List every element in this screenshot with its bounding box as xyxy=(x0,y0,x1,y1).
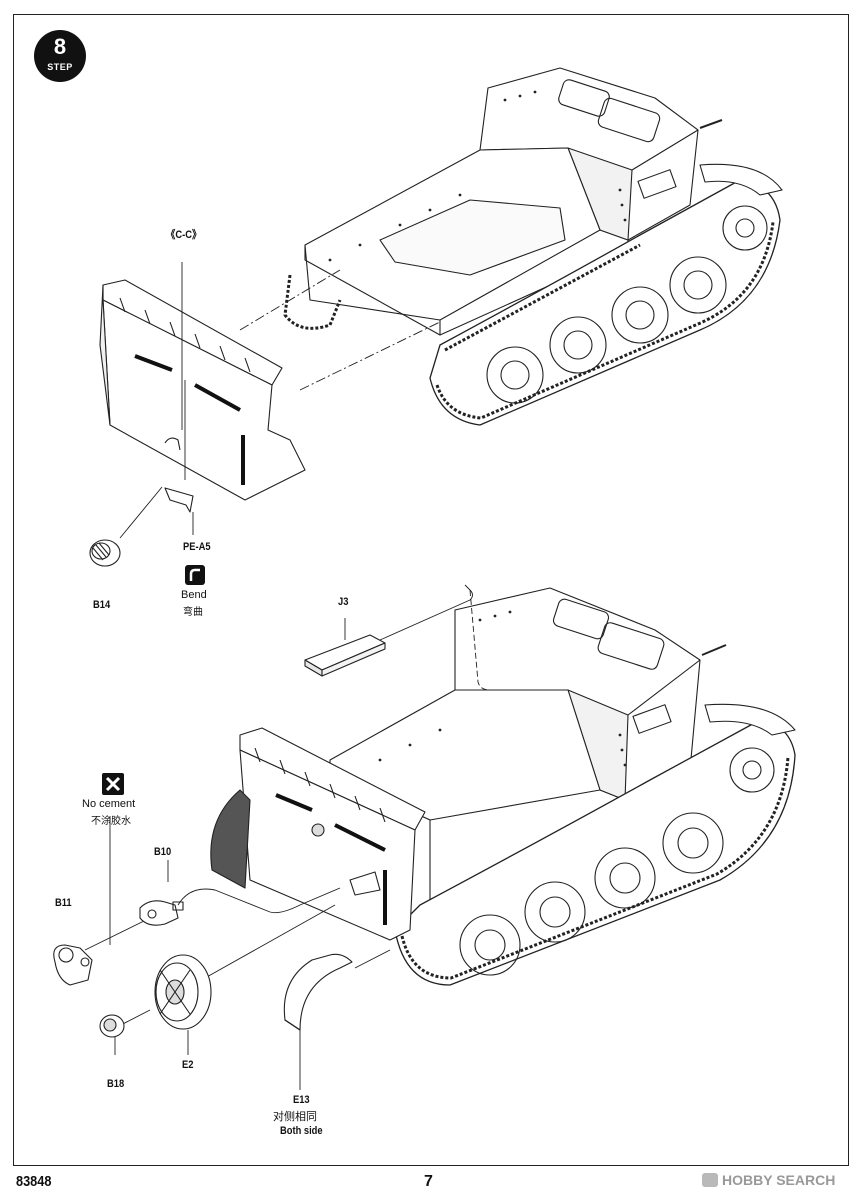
page-frame xyxy=(13,14,849,1166)
part-label-b11: B11 xyxy=(55,897,72,909)
both-side-note-cn: 对侧相同 xyxy=(273,1111,317,1123)
no-cement-note-cn: 不涂胶水 xyxy=(91,816,131,827)
part-e2-shape xyxy=(154,954,212,1030)
bend-note-en: Bend xyxy=(181,589,207,601)
bend-icon xyxy=(185,565,205,585)
part-label-b18: B18 xyxy=(107,1078,125,1090)
section-ref-label: 《C-C》 xyxy=(166,229,202,241)
part-label-e13: E13 xyxy=(293,1094,310,1106)
step-number: 8 xyxy=(53,34,67,59)
step-badge: 8 STEP xyxy=(34,30,86,82)
part-label-b14: B14 xyxy=(93,599,111,611)
step-label: STEP xyxy=(47,62,73,72)
part-j3-shape xyxy=(304,618,386,677)
bend-note-cn: 弯曲 xyxy=(183,607,203,618)
both-side-note-en: Both side xyxy=(280,1125,323,1137)
rear-plate-upper xyxy=(99,279,306,501)
rear-plate-lower xyxy=(210,727,426,941)
watermark: HOBBY SEARCH xyxy=(702,1172,835,1188)
part-b11-shape xyxy=(53,944,93,986)
part-b14-shape xyxy=(89,539,121,567)
upper-hull xyxy=(283,67,783,426)
no-cement-icon xyxy=(102,773,124,795)
part-label-b10: B10 xyxy=(154,846,172,858)
part-b18-shape xyxy=(99,1014,125,1038)
kit-code: 83848 xyxy=(16,1173,52,1190)
part-label-e2: E2 xyxy=(182,1059,194,1071)
watermark-text: HOBBY SEARCH xyxy=(722,1172,836,1188)
watermark-logo-icon xyxy=(702,1173,718,1187)
page-number: 7 xyxy=(424,1173,433,1190)
lower-hull xyxy=(329,587,796,986)
no-cement-note-en: No cement xyxy=(82,798,136,810)
part-label-j3: J3 xyxy=(338,596,349,608)
part-e13-shape xyxy=(283,953,353,1031)
part-label-pe-a5: PE-A5 xyxy=(183,541,211,553)
part-b10-shape xyxy=(139,900,184,926)
